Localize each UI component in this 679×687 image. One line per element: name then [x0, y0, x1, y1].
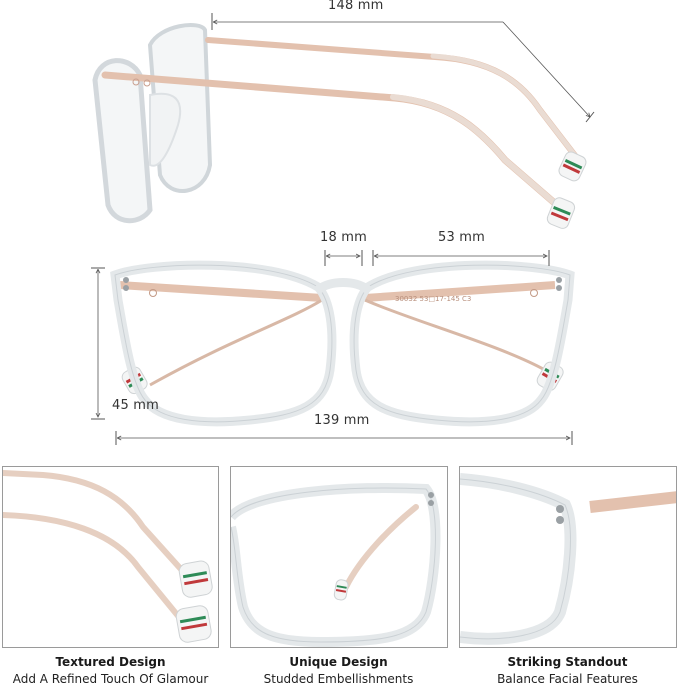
label-bridge-width: 18 mm [320, 230, 368, 245]
temple-imprint: 30032 53□17-145 C3 [395, 295, 471, 303]
feature-title-textured: Textured Design [55, 655, 166, 669]
label-lens-height: 45 mm [112, 398, 160, 413]
temple-tip-detail-image [3, 470, 213, 643]
label-lens-width: 53 mm [438, 230, 486, 245]
feature-title-unique: Unique Design [289, 655, 388, 669]
feature-panel-textured [2, 466, 219, 648]
feature-subtitle-striking: Balance Facial Features [497, 672, 638, 686]
dimension-frame-width [115, 431, 573, 445]
feature-subtitle-unique: Studded Embellishments [263, 672, 414, 686]
dimension-temple-length [211, 13, 595, 123]
lens-frame-detail-image [231, 482, 441, 647]
front-view-glasses [110, 260, 575, 427]
product-diagram: 30032 53□17-145 C3 [91, 13, 595, 445]
feature-panel-striking [459, 466, 677, 648]
feature-subtitle-textured: Add A Refined Touch Of Glamour [12, 672, 209, 686]
feature-title-striking: Striking Standout [507, 655, 628, 669]
feature-panel-unique [230, 466, 448, 648]
label-temple-length: 148 mm [328, 0, 384, 13]
dimension-lens-height [91, 267, 105, 420]
hinge-stud-detail-image [460, 473, 676, 645]
dimension-bridge-lens [324, 250, 550, 266]
side-view-glasses [92, 23, 587, 229]
label-frame-width: 139 mm [314, 413, 370, 428]
